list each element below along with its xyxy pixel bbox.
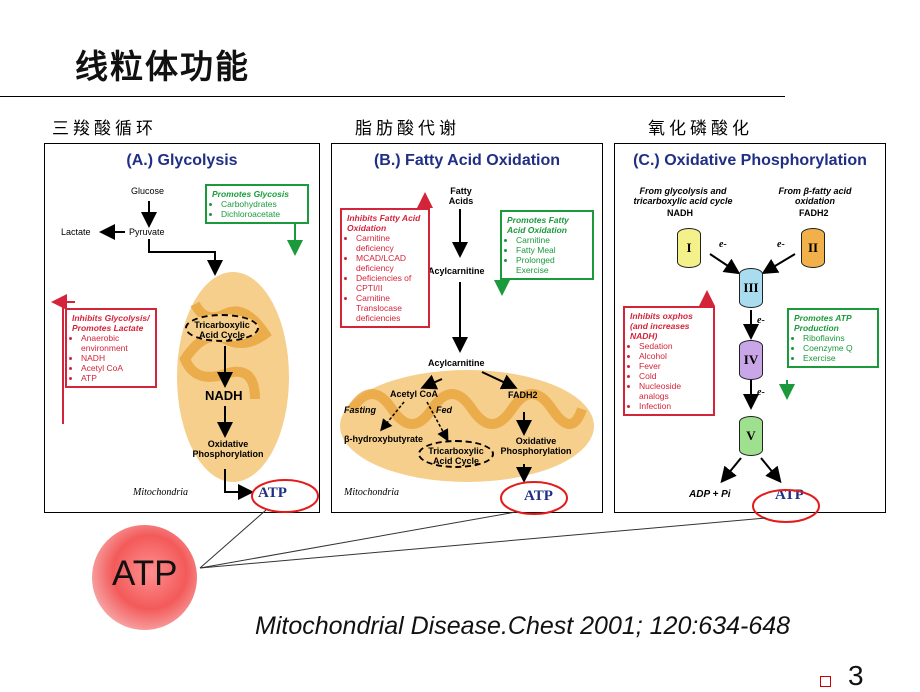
inhibits-item: Anaerobic environment	[81, 333, 150, 353]
panel-glycolysis: (A.) Glycolysis Glucose Lactate Pyruvate…	[44, 143, 320, 513]
inhibits-item: Nucleoside analogs	[639, 381, 708, 401]
complex-v-cylinder: V	[739, 416, 763, 456]
panel-c-arrows	[699, 253, 796, 484]
promotes-item: Fatty Meal	[516, 245, 587, 255]
atp-label-a: ATP	[258, 485, 287, 501]
promotes-item: Riboflavins	[803, 333, 872, 343]
page-number: 3	[848, 660, 864, 691]
promotes-item: Dichloroacetate	[221, 209, 302, 219]
panel-oxidative-phosphorylation: (C.) Oxidative Phosphorylation From glyc…	[614, 143, 886, 513]
tca-cycle-label: Tricarboxylic Acid Cycle	[185, 314, 259, 342]
inhibits-item: Infection	[639, 401, 708, 411]
promotes-fatty-acid-box: Promotes Fatty Acid Oxidation Carnitine …	[500, 210, 594, 280]
inhibits-item: Acetyl CoA	[81, 363, 150, 373]
connector-line-b	[199, 511, 517, 569]
fadh2-label: FADH2	[508, 390, 538, 400]
atp-highlight-oval-c	[752, 489, 820, 523]
panel-fatty-acid-oxidation: (B.) Fatty Acid Oxidation Fatty Acids Ac…	[331, 143, 603, 513]
inhibits-item: Cold	[639, 371, 708, 381]
inhibits-item: MCAD/LCAD deficiency	[356, 253, 423, 273]
acylcarnitine-label-2: Acylcarnitine	[428, 358, 485, 368]
inhibits-fatty-acid-box: Inhibits Fatty Acid Oxidation Carnitine …	[340, 208, 430, 328]
mitochondria-label-b: Mitochondria	[344, 487, 399, 498]
title-rule	[0, 96, 785, 97]
promotes-glycolysis-title: Promotes Glycosis	[212, 189, 290, 199]
promotes-atp-title: Promotes ATP Production	[794, 313, 852, 333]
complex-iii-cylinder: III	[739, 268, 763, 308]
oxphos-label-b: Oxidative Phosphorylation	[500, 436, 572, 456]
inhibits-item: Carnitine deficiency	[356, 233, 423, 253]
nadh-label-c: NADH	[667, 208, 693, 218]
oxphos-label-a: Oxidative Phosphorylation	[192, 439, 264, 459]
tca-cycle-label-b: Tricarboxylic Acid Cycle	[418, 440, 494, 468]
inhibits-item: Carnitine Translocase deficiencies	[356, 293, 423, 323]
complex-iv-cylinder: IV	[739, 340, 763, 380]
fadh2-label-c: FADH2	[799, 208, 829, 218]
promotes-glycolysis-box: Promotes Glycosis Carbohydrates Dichloro…	[205, 184, 309, 224]
adp-label: ADP + Pi	[689, 489, 731, 500]
mitochondria-label-a: Mitochondria	[133, 487, 188, 498]
lactate-label: Lactate	[61, 227, 91, 237]
page-title: 线粒体功能	[75, 47, 250, 86]
inhibits-glycolysis-title: Inhibits Glycolysis/ Promotes Lactate	[72, 313, 150, 333]
complex-ii-cylinder: II	[801, 228, 825, 268]
inhibits-item: Sedation	[639, 341, 708, 351]
acetyl-coa-label: Acetyl CoA	[390, 389, 439, 399]
promotes-fatty-acid-title: Promotes Fatty Acid Oxidation	[507, 215, 569, 235]
promotes-item: Carbohydrates	[221, 199, 302, 209]
from-glycolysis-label: From glycolysis and tricarboxylic acid c…	[633, 186, 733, 206]
atp-highlight-oval-b	[500, 481, 568, 515]
panel-c-title: (C.) Oxidative Phosphorylation	[633, 152, 867, 169]
inhibits-oxphos-title: Inhibits oxphos (and increases NADH)	[630, 311, 693, 341]
panel-a-title: (A.) Glycolysis	[126, 152, 238, 169]
fasting-label: Fasting	[344, 405, 377, 415]
bullet-square-icon	[820, 676, 831, 687]
electron-label: e-	[719, 239, 727, 250]
pyruvate-label: Pyruvate	[129, 227, 165, 237]
electron-label: e-	[757, 387, 765, 398]
glucose-label: Glucose	[131, 186, 165, 196]
column-label-fatty-acid: 脂肪酸代谢	[355, 119, 460, 139]
atp-label-b: ATP	[524, 488, 553, 504]
promotes-item: Prolonged Exercise	[516, 255, 587, 275]
connector-line-c	[199, 517, 767, 569]
promotes-atp-box: Promotes ATP Production Riboflavins Coen…	[787, 308, 879, 368]
connector-line-a	[199, 509, 267, 569]
promotes-item: Carnitine	[516, 235, 587, 245]
nadh-label-a: NADH	[205, 388, 243, 403]
inhibits-item: Alcohol	[639, 351, 708, 361]
citation: Mitochondrial Disease.Chest 2001; 120:63…	[255, 612, 791, 640]
complex-i-cylinder: I	[677, 228, 701, 268]
electron-label: e-	[757, 315, 765, 326]
inhibits-item: ATP	[81, 373, 150, 383]
inhibits-item: Deficiencies of CPTI/II	[356, 273, 423, 293]
from-fatty-acid-label: From β-fatty acid oxidation	[778, 186, 852, 206]
inhibits-item: Fever	[639, 361, 708, 371]
inhibits-oxphos-box: Inhibits oxphos (and increases NADH) Sed…	[623, 306, 715, 416]
column-label-tca: 三羧酸循环	[52, 119, 157, 139]
big-atp-circle	[92, 525, 197, 630]
fatty-acids-label: Fatty Acids	[448, 186, 474, 206]
electron-label: e-	[777, 239, 785, 250]
big-atp-label: ATP	[112, 554, 178, 593]
inhibits-glycolysis-box: Inhibits Glycolysis/ Promotes Lactate An…	[65, 308, 157, 388]
atp-highlight-oval-a	[251, 479, 319, 513]
inhibits-item: NADH	[81, 353, 150, 363]
column-label-oxphos: 氧化磷酸化	[648, 119, 753, 139]
inhibits-fatty-acid-title: Inhibits Fatty Acid Oxidation	[347, 213, 421, 233]
promotes-item: Exercise	[803, 353, 872, 363]
fed-label: Fed	[436, 405, 453, 415]
panel-b-title: (B.) Fatty Acid Oxidation	[373, 152, 561, 169]
panel-b-arrows	[347, 192, 587, 483]
acylcarnitine-label: Acylcarnitine	[428, 266, 485, 276]
hydroxybutyrate-label: β-hydroxybutyrate	[344, 434, 424, 444]
promotes-item: Coenzyme Q	[803, 343, 872, 353]
